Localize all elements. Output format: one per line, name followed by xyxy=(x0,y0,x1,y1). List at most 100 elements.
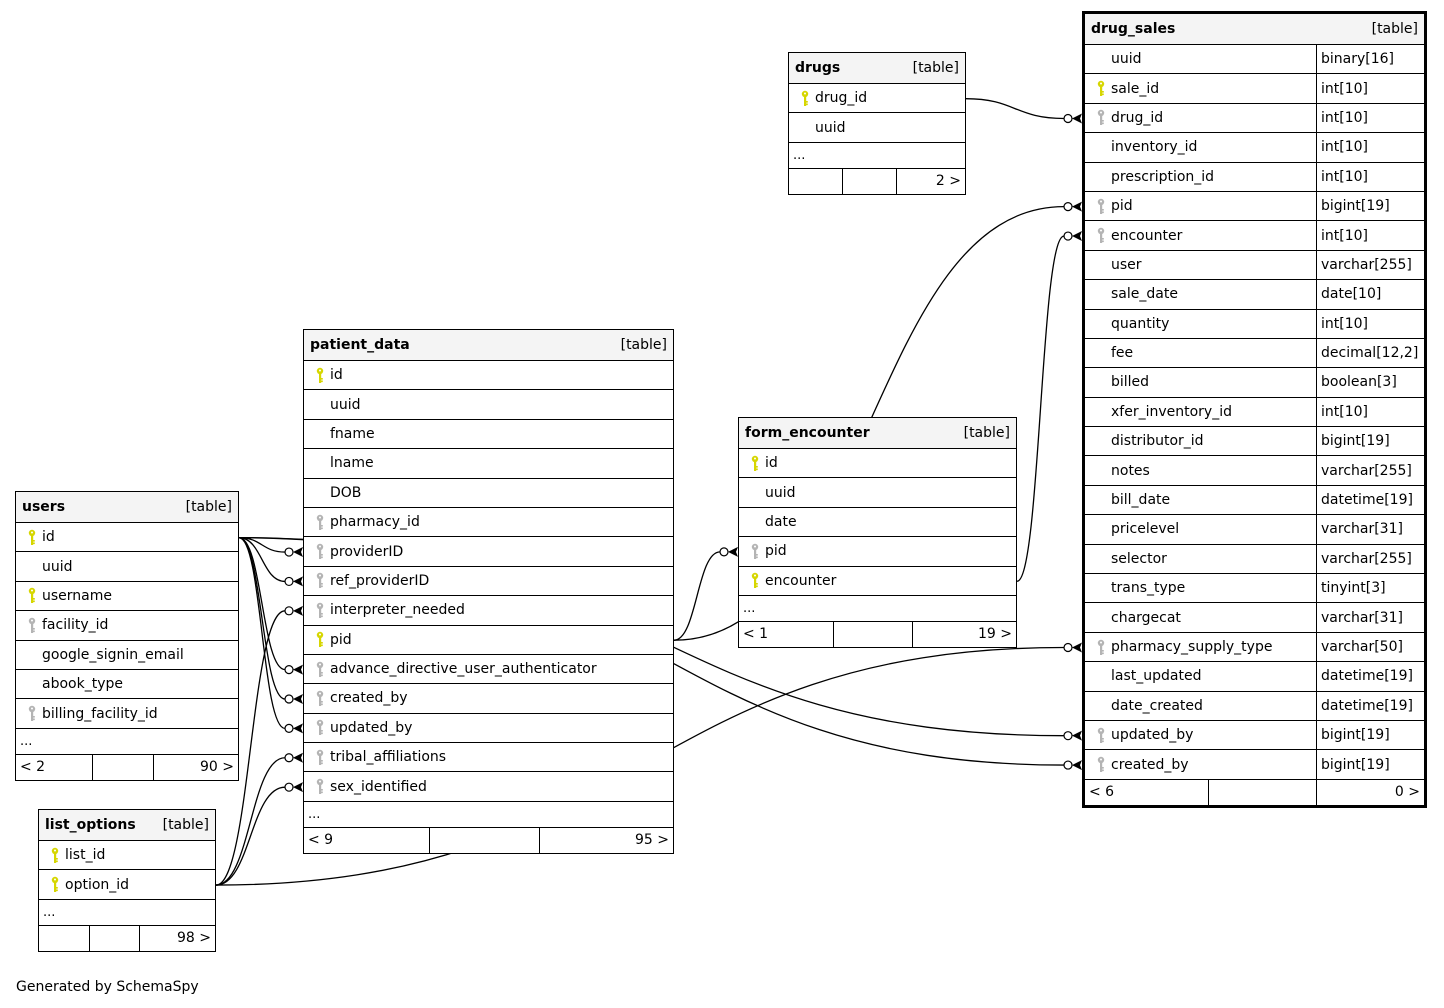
table-header[interactable]: users [table] xyxy=(16,492,238,523)
column-row[interactable]: fname xyxy=(304,420,673,450)
column-row[interactable]: username xyxy=(16,582,238,612)
primary-key-icon xyxy=(795,90,815,107)
parents-count[interactable]: < 2 xyxy=(16,754,93,780)
column-row[interactable]: uuid xyxy=(304,390,673,420)
column-row[interactable]: pid xyxy=(304,626,673,655)
column-row[interactable]: updated_by xyxy=(304,714,673,744)
parents-count[interactable]: < 9 xyxy=(304,827,430,853)
table-header[interactable]: form_encounter [table] xyxy=(739,418,1016,449)
column-row[interactable]: pid xyxy=(739,537,1016,567)
column-row[interactable]: encounter xyxy=(739,567,1016,596)
column-row[interactable]: lname xyxy=(304,449,673,479)
column-cell: updated_by xyxy=(1085,721,1316,749)
foreign-key-icon xyxy=(310,543,330,560)
column-row[interactable]: google_signin_email xyxy=(16,641,238,670)
parents-count[interactable]: < 6 xyxy=(1085,779,1209,805)
optional-circle-marker xyxy=(1063,760,1073,770)
column-row[interactable]: interpreter_needed xyxy=(304,596,673,626)
column-row[interactable]: created_by xyxy=(304,684,673,714)
column-row[interactable]: billing_facility_id xyxy=(16,699,238,729)
foreign-key-icon xyxy=(310,572,330,589)
foreign-key-icon xyxy=(310,661,330,678)
column-row[interactable]: sex_identified xyxy=(304,772,673,802)
foreign-key-icon xyxy=(1091,109,1111,126)
column-row[interactable]: drug_id xyxy=(789,84,965,114)
column-name: selector xyxy=(1111,550,1167,567)
parents-count[interactable]: < 1 xyxy=(739,621,834,647)
optional-circle-marker xyxy=(1063,731,1073,741)
children-count[interactable]: 95 > xyxy=(635,832,669,849)
children-count[interactable]: 98 > xyxy=(177,930,211,947)
column-row[interactable]: list_id xyxy=(39,841,215,871)
column-row[interactable]: uuid xyxy=(16,552,238,582)
column-row[interactable]: advance_directive_user_authenticator xyxy=(304,655,673,685)
column-row[interactable]: providerID xyxy=(304,537,673,567)
table-header[interactable]: drug_sales [table] xyxy=(1085,14,1424,45)
column-name: lname xyxy=(330,455,374,472)
column-cell: option_id xyxy=(39,870,215,898)
column-row[interactable]: option_id xyxy=(39,870,215,900)
parents-count[interactable] xyxy=(39,925,90,951)
column-row[interactable]: tribal_affiliations xyxy=(304,743,673,773)
table-header[interactable]: drugs [table] xyxy=(789,53,965,84)
column-row[interactable]: DOB xyxy=(304,479,673,508)
column-row[interactable]: pharmacy_id xyxy=(304,508,673,538)
foreign-key-icon xyxy=(1091,227,1111,244)
children-count[interactable]: 90 > xyxy=(200,759,234,776)
column-row[interactable]: ref_providerID xyxy=(304,567,673,597)
column-name: uuid xyxy=(1111,51,1142,68)
column-name: pid xyxy=(330,631,352,648)
children-count[interactable]: 19 > xyxy=(978,626,1012,643)
column-name: tribal_affiliations xyxy=(330,749,447,766)
column-row[interactable]: id xyxy=(16,523,238,553)
column-row[interactable]: facility_id xyxy=(16,611,238,641)
column-row[interactable]: id xyxy=(304,361,673,391)
column-row[interactable]: id xyxy=(739,449,1016,479)
crowfoot-many-marker xyxy=(293,576,303,587)
children-count[interactable]: 2 > xyxy=(935,173,961,190)
column-row[interactable]: abook_type xyxy=(16,670,238,700)
parents-count[interactable] xyxy=(789,168,843,194)
table-kind: [table] xyxy=(1371,21,1418,37)
column-row[interactable]: date xyxy=(739,508,1016,538)
children-count[interactable]: 0 > xyxy=(1394,784,1420,801)
table-header[interactable]: list_options [table] xyxy=(39,810,215,841)
column-row[interactable]: uuid xyxy=(739,478,1016,508)
table-name: patient_data xyxy=(310,337,410,353)
column-row[interactable]: uuid xyxy=(789,113,965,143)
table-header[interactable]: patient_data [table] xyxy=(304,330,673,361)
table-name: form_encounter xyxy=(745,425,870,441)
column-cell: date xyxy=(739,508,1016,536)
